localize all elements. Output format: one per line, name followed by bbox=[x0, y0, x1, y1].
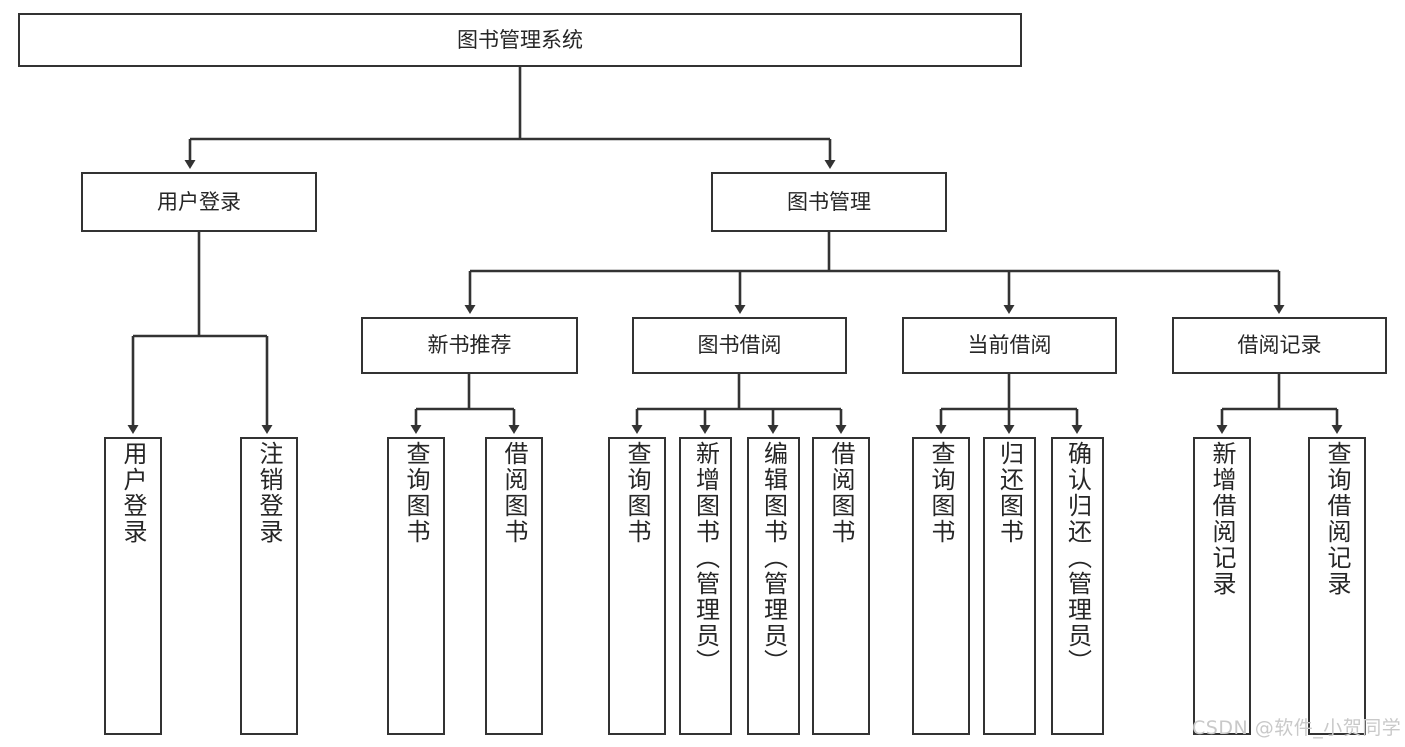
node-current-borrow[interactable]: 当前借阅 bbox=[902, 317, 1117, 374]
node-book-borrow[interactable]: 图书借阅 bbox=[632, 317, 847, 374]
node-leaf-user-login-label: 用户登录 bbox=[119, 441, 147, 545]
node-leaf-query-borrow-record[interactable]: 查询借阅记录 bbox=[1308, 437, 1366, 735]
node-leaf-add-book-admin-label: 新增图书（管理员） bbox=[691, 441, 720, 675]
csdn-watermark: CSDN @软件_小贺同学 bbox=[1192, 717, 1402, 739]
node-leaf-query-book-2-label: 查询图书 bbox=[623, 441, 651, 545]
node-book-borrow-label: 图书借阅 bbox=[697, 333, 782, 358]
node-current-borrow-label: 当前借阅 bbox=[967, 333, 1052, 358]
node-leaf-add-borrow-record[interactable]: 新增借阅记录 bbox=[1193, 437, 1251, 735]
node-leaf-user-login[interactable]: 用户登录 bbox=[104, 437, 162, 735]
node-new-book-recommend-label: 新书推荐 bbox=[427, 333, 512, 358]
node-leaf-logout-label: 注销登录 bbox=[255, 441, 283, 545]
node-leaf-add-book-admin[interactable]: 新增图书（管理员） bbox=[679, 437, 732, 735]
node-leaf-query-book-3[interactable]: 查询图书 bbox=[912, 437, 970, 735]
node-leaf-confirm-return-admin[interactable]: 确认归还（管理员） bbox=[1051, 437, 1104, 735]
node-root[interactable]: 图书管理系统 bbox=[18, 13, 1022, 67]
node-leaf-add-borrow-record-label: 新增借阅记录 bbox=[1208, 441, 1236, 597]
node-leaf-query-borrow-record-label: 查询借阅记录 bbox=[1323, 441, 1351, 597]
node-leaf-confirm-return-admin-label: 确认归还（管理员） bbox=[1063, 441, 1092, 675]
node-leaf-edit-book-admin-label: 编辑图书（管理员） bbox=[759, 441, 788, 675]
node-leaf-query-book-1-label: 查询图书 bbox=[402, 441, 430, 545]
node-leaf-query-book-3-label: 查询图书 bbox=[927, 441, 955, 545]
node-new-book-recommend[interactable]: 新书推荐 bbox=[361, 317, 578, 374]
node-leaf-return-book[interactable]: 归还图书 bbox=[983, 437, 1036, 735]
node-root-label: 图书管理系统 bbox=[457, 27, 583, 52]
node-borrow-records[interactable]: 借阅记录 bbox=[1172, 317, 1387, 374]
node-user-login-label: 用户登录 bbox=[157, 189, 241, 214]
node-leaf-query-book-2[interactable]: 查询图书 bbox=[608, 437, 666, 735]
node-leaf-borrow-book-2-label: 借阅图书 bbox=[827, 441, 855, 545]
node-leaf-borrow-book-2[interactable]: 借阅图书 bbox=[812, 437, 870, 735]
node-leaf-edit-book-admin[interactable]: 编辑图书（管理员） bbox=[747, 437, 800, 735]
node-borrow-records-label: 借阅记录 bbox=[1237, 333, 1322, 358]
node-leaf-borrow-book-1[interactable]: 借阅图书 bbox=[485, 437, 543, 735]
node-book-management[interactable]: 图书管理 bbox=[711, 172, 947, 232]
node-leaf-logout[interactable]: 注销登录 bbox=[240, 437, 298, 735]
node-leaf-borrow-book-1-label: 借阅图书 bbox=[500, 441, 528, 545]
node-book-management-label: 图书管理 bbox=[787, 189, 871, 214]
node-leaf-return-book-label: 归还图书 bbox=[995, 441, 1024, 545]
node-user-login[interactable]: 用户登录 bbox=[81, 172, 317, 232]
node-leaf-query-book-1[interactable]: 查询图书 bbox=[387, 437, 445, 735]
